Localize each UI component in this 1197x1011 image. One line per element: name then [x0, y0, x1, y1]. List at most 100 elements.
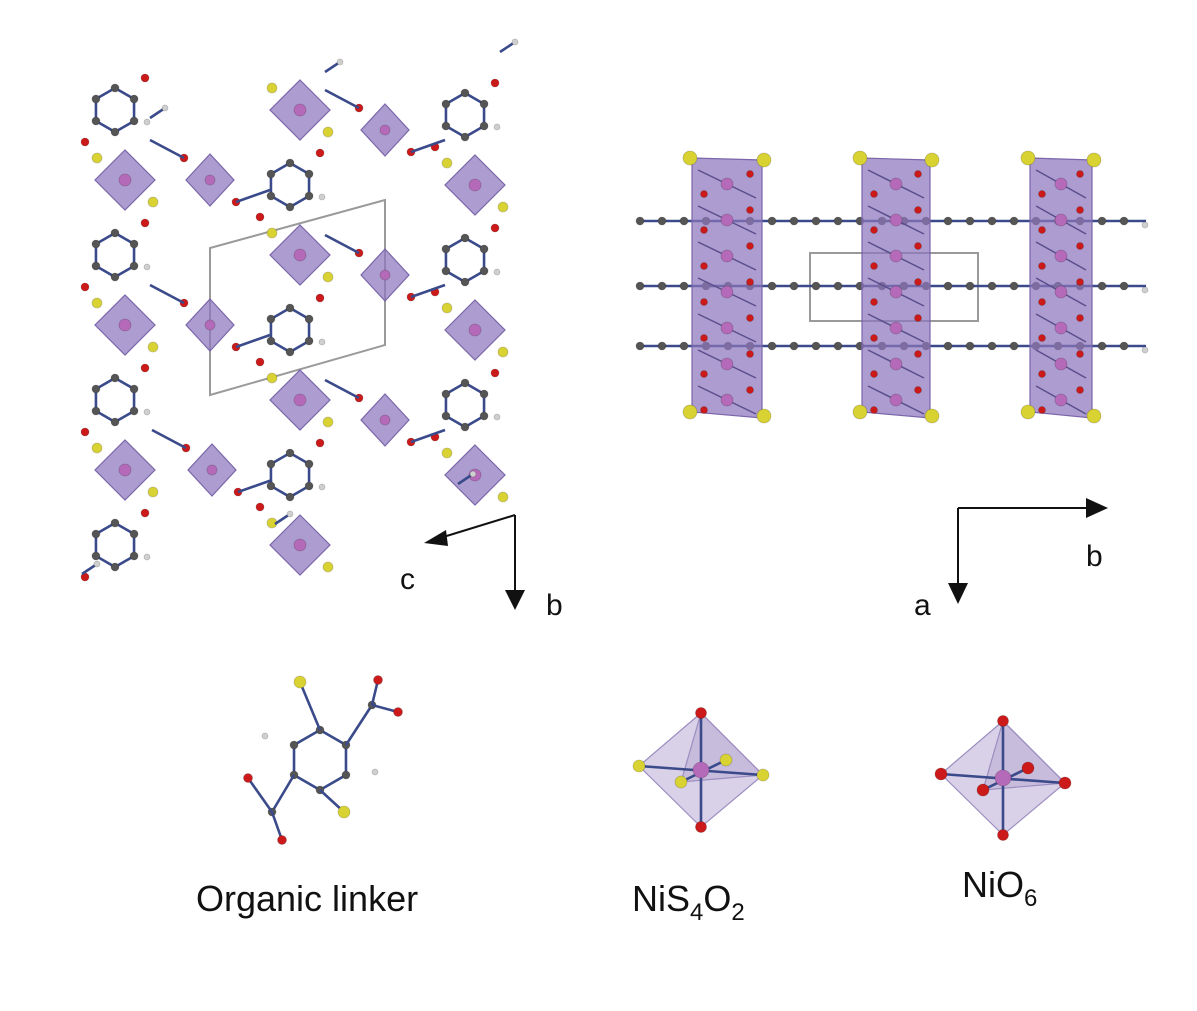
bond	[149, 138, 185, 160]
oxygen-atom	[1038, 262, 1046, 270]
oxygen-atom	[1076, 242, 1084, 250]
hydrogen-atom	[493, 413, 501, 421]
hydrogen-atom	[493, 268, 501, 276]
sulfur-atom	[682, 404, 698, 420]
oxygen-atom	[870, 406, 878, 414]
carbon-atom	[987, 341, 997, 351]
oxygen-atom	[140, 508, 150, 518]
oxygen-atom	[700, 226, 708, 234]
oxygen-atom	[870, 262, 878, 270]
carbon-atom	[479, 266, 489, 276]
oxygen-atom	[1038, 226, 1046, 234]
sulfur-atom	[266, 227, 278, 239]
carbon-atom	[1119, 216, 1129, 226]
oxygen-atom	[1076, 278, 1084, 286]
left-axis-indicator: c b	[400, 514, 563, 622]
axial-atom	[997, 715, 1009, 727]
sulfur-atom	[293, 675, 307, 689]
hydrogen-atom	[511, 38, 519, 46]
nickel-atom	[293, 393, 307, 407]
oxygen-atom	[277, 835, 287, 845]
carbon-atom	[266, 314, 276, 324]
sulfur-atom	[322, 416, 334, 428]
nickel-atom	[889, 357, 903, 371]
nickel-atom	[293, 248, 307, 262]
oxygen-atom	[255, 212, 265, 222]
bond	[274, 512, 291, 526]
carbon-atom	[811, 216, 821, 226]
carbon-atom	[304, 191, 314, 201]
carbon-atom	[110, 127, 120, 137]
carbon-atom	[441, 389, 451, 399]
carbon-atom	[635, 281, 645, 291]
hydrogen-atom	[336, 58, 344, 66]
bond	[410, 428, 446, 444]
nio6-octahedron-model	[934, 715, 1072, 841]
axis-label-a: a	[914, 589, 931, 622]
carbon-atom	[304, 169, 314, 179]
nickel-atom	[118, 463, 132, 477]
sulfur-atom	[497, 491, 509, 503]
carbon-atom	[91, 261, 101, 271]
carbon-atom	[129, 261, 139, 271]
oxygen-atom	[914, 386, 922, 394]
bond	[457, 472, 474, 486]
carbon-atom	[965, 341, 975, 351]
carbon-atom	[943, 216, 953, 226]
bond	[410, 138, 446, 154]
oxygen-atom	[490, 223, 500, 233]
carbon-atom	[304, 314, 314, 324]
carbon-atom	[129, 384, 139, 394]
bond	[149, 283, 185, 305]
carbon-atom	[987, 216, 997, 226]
oxygen-atom	[700, 334, 708, 342]
nickel-atom	[1054, 249, 1068, 263]
carbon-atom	[479, 121, 489, 131]
bond	[149, 106, 166, 120]
carbon-atom	[679, 341, 689, 351]
carbon-atom	[789, 341, 799, 351]
sulfur-atom	[91, 442, 103, 454]
carbon-atom	[789, 216, 799, 226]
nickel-atom	[720, 285, 734, 299]
oxygen-atom	[914, 170, 922, 178]
right-axis-indicator: b a	[914, 498, 1108, 622]
oxygen-atom	[80, 137, 90, 147]
carbon-atom	[91, 239, 101, 249]
nickel-atom	[720, 177, 734, 191]
nickel-atom	[1054, 285, 1068, 299]
sulfur-atom	[91, 297, 103, 309]
hydrogen-atom	[161, 104, 169, 112]
oxygen-atom	[870, 334, 878, 342]
nickel-atom	[293, 538, 307, 552]
carbon-atom	[289, 740, 299, 750]
bond	[270, 811, 284, 841]
hydrogen-atom	[493, 123, 501, 131]
bond	[293, 773, 321, 792]
carbon-atom	[479, 99, 489, 109]
sulfur-atom	[852, 150, 868, 166]
nickel-atom	[994, 769, 1012, 787]
sulfur-atom	[147, 341, 159, 353]
carbon-atom	[679, 216, 689, 226]
oxygen-atom	[140, 218, 150, 228]
carbon-atom	[479, 244, 489, 254]
oxygen-atom	[393, 707, 403, 717]
hydrogen-atom	[318, 338, 326, 346]
hydrogen-atom	[318, 483, 326, 491]
sulfur-atom	[147, 196, 159, 208]
equatorial-atom	[1058, 776, 1072, 790]
bond	[319, 728, 347, 747]
nio6-caption: NiO6	[962, 864, 1037, 912]
carbon-atom	[965, 281, 975, 291]
axial-atom	[695, 821, 707, 833]
carbon-atom	[657, 281, 667, 291]
carbon-atom	[110, 417, 120, 427]
axis-label-b-right: b	[1086, 540, 1103, 573]
sulfur-atom	[1020, 150, 1036, 166]
carbon-atom	[811, 341, 821, 351]
carbon-atom	[943, 281, 953, 291]
carbon-atom	[110, 83, 120, 93]
hydrogen-atom	[318, 193, 326, 201]
